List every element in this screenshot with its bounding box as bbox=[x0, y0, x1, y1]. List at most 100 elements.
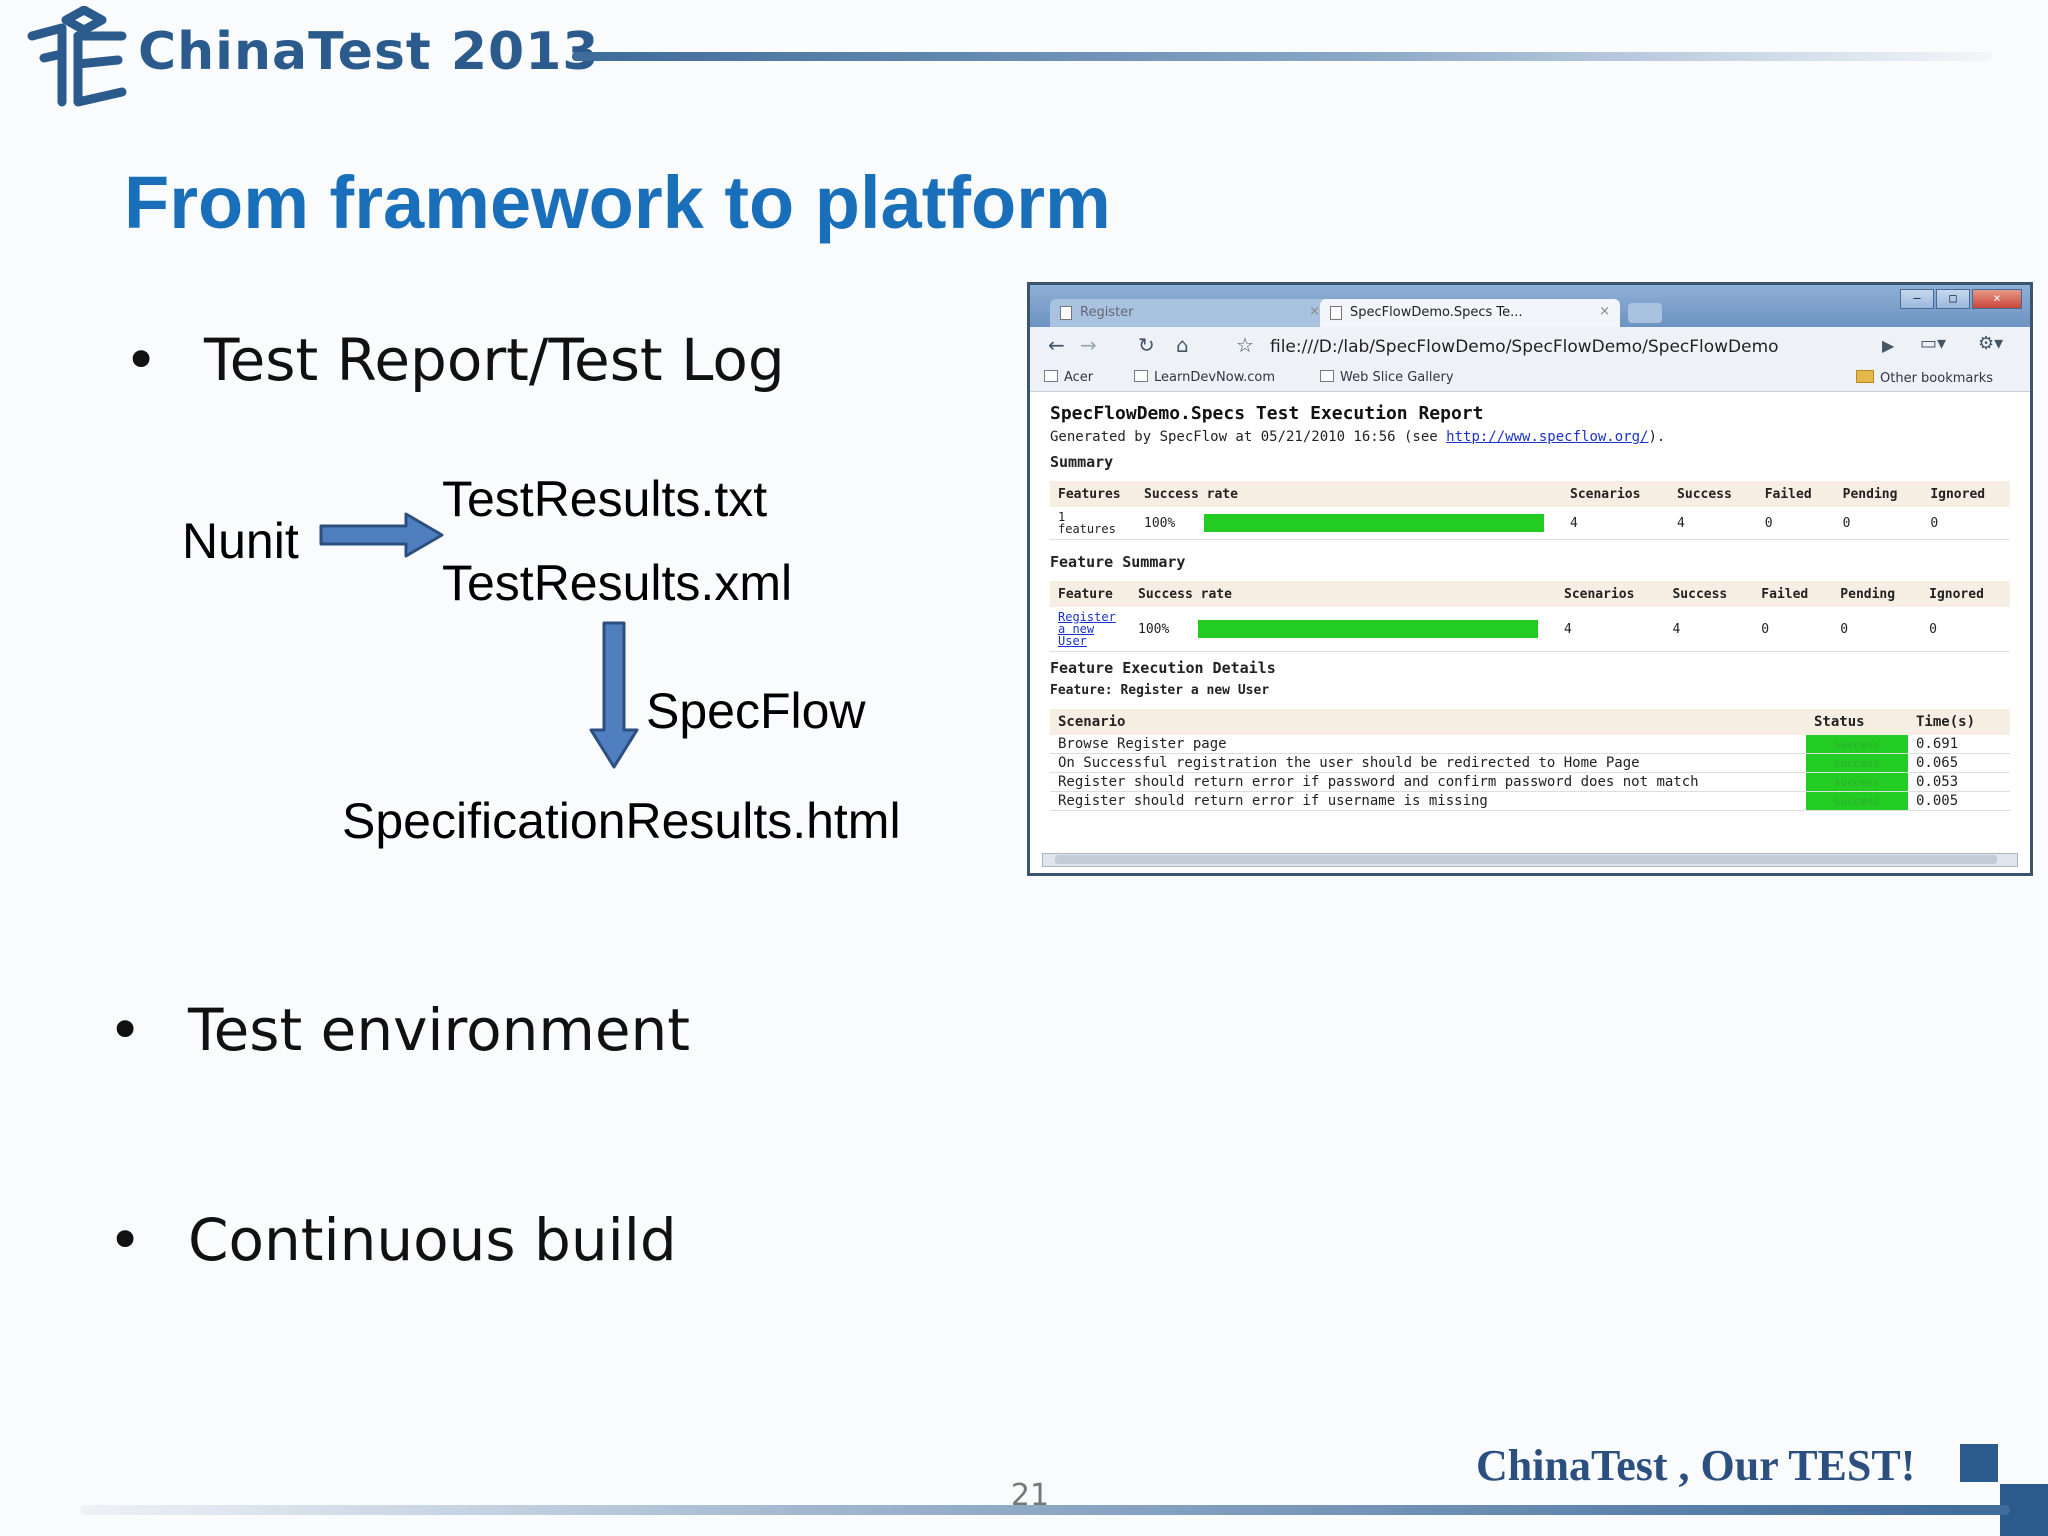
table-row: On Successful registration the user shou… bbox=[1050, 753, 2010, 773]
scenario-table: Scenario Status Time(s) Browse Register … bbox=[1050, 709, 2010, 811]
close-icon[interactable]: × bbox=[1599, 304, 1610, 319]
bookmark-label: Other bookmarks bbox=[1880, 371, 1994, 386]
table-header: Success bbox=[1664, 581, 1754, 607]
scenario-time: 0.005 bbox=[1908, 791, 2010, 811]
table-header: Success rate bbox=[1130, 581, 1556, 607]
horizontal-scrollbar[interactable] bbox=[1042, 853, 2018, 867]
ignored-count: 0 bbox=[1921, 607, 2010, 652]
bookmark-learndevnow[interactable]: LearnDevNow.com bbox=[1134, 370, 1275, 385]
chinatest-logo-icon bbox=[27, 6, 127, 107]
bullet-text: Test Report/Test Log bbox=[204, 326, 785, 394]
page-icon bbox=[1044, 370, 1058, 382]
wrench-icon[interactable]: ⚙▾ bbox=[1978, 333, 2004, 354]
scenarios-count: 4 bbox=[1556, 607, 1665, 652]
success-count: 4 bbox=[1669, 507, 1757, 540]
table-header: Failed bbox=[1756, 481, 1835, 507]
success-rate-cell: 100% bbox=[1136, 507, 1562, 540]
success-rate-bar bbox=[1204, 514, 1544, 532]
feature-link-cell: Register a new User bbox=[1050, 607, 1130, 652]
pending-count: 0 bbox=[1834, 507, 1923, 540]
generated-suffix: ). bbox=[1648, 429, 1666, 445]
flow-tool-specflow: SpecFlow bbox=[646, 683, 866, 739]
page-icon bbox=[1330, 306, 1342, 320]
flow-output-xml: TestResults.xml bbox=[442, 555, 793, 611]
table-header: Ignored bbox=[1922, 481, 2010, 507]
success-rate-text: 100% bbox=[1144, 515, 1176, 531]
bookmark-web-slice-gallery[interactable]: Web Slice Gallery bbox=[1320, 370, 1454, 385]
window-controls: – □ × bbox=[1900, 289, 2022, 309]
browser-titlebar: Register × SpecFlowDemo.Specs Te... × – … bbox=[1030, 285, 2030, 327]
scenario-name: Register should return error if password… bbox=[1050, 772, 1806, 792]
table-header: Scenarios bbox=[1556, 581, 1665, 607]
browser-toolbar: ← → ↻ ⌂ ☆ file:///D:/lab/SpecFlowDemo/Sp… bbox=[1030, 327, 2030, 368]
page-icon bbox=[1320, 370, 1334, 382]
minimize-button[interactable]: – bbox=[1900, 289, 1934, 309]
table-header: Feature bbox=[1050, 581, 1130, 607]
feature-summary-table: Feature Success rate Scenarios Success F… bbox=[1050, 581, 2010, 652]
scenario-time: 0.053 bbox=[1908, 772, 2010, 792]
table-header: Pending bbox=[1832, 581, 1922, 607]
star-icon[interactable]: ☆ bbox=[1236, 333, 1254, 357]
bullet-test-environment: •Test environment bbox=[108, 996, 691, 1064]
table-header: Pending bbox=[1834, 481, 1923, 507]
flow-output-txt: TestResults.txt bbox=[442, 471, 768, 527]
footer-brand-slogan: ChinaTest , Our TEST! bbox=[1476, 1441, 1916, 1490]
failed-count: 0 bbox=[1756, 507, 1835, 540]
success-count: 4 bbox=[1664, 607, 1754, 652]
report-generated-line: Generated by SpecFlow at 05/21/2010 16:5… bbox=[1050, 429, 1665, 445]
table-header: Success rate bbox=[1136, 481, 1562, 507]
conference-logo-text: ChinaTest 2013 bbox=[138, 22, 600, 82]
pending-count: 0 bbox=[1832, 607, 1922, 652]
back-arrow-icon[interactable]: ← bbox=[1048, 333, 1065, 357]
table-header: Success bbox=[1669, 481, 1757, 507]
table-row: Register a new User 100% 4 4 0 0 0 bbox=[1050, 607, 2010, 652]
tab-specflow-report[interactable]: SpecFlowDemo.Specs Te... × bbox=[1320, 299, 1620, 327]
specflow-link[interactable]: http://www.specflow.org/ bbox=[1446, 429, 1649, 445]
ignored-count: 0 bbox=[1922, 507, 2010, 540]
address-bar[interactable]: file:///D:/lab/SpecFlowDemo/SpecFlowDemo… bbox=[1270, 337, 1779, 357]
table-header: Failed bbox=[1753, 581, 1833, 607]
folder-icon bbox=[1856, 370, 1874, 383]
status-badge: success bbox=[1806, 735, 1908, 754]
close-icon[interactable]: × bbox=[1309, 304, 1320, 319]
flow-source-nunit: Nunit bbox=[182, 513, 299, 569]
bullet-text: Test environment bbox=[188, 996, 691, 1064]
scenario-time: 0.065 bbox=[1908, 753, 2010, 773]
tab-register[interactable]: Register × bbox=[1050, 299, 1330, 327]
table-header: Features bbox=[1050, 481, 1136, 507]
table-header: Scenario bbox=[1050, 709, 1806, 735]
bullet-text: Continuous build bbox=[188, 1206, 677, 1274]
success-rate-bar bbox=[1198, 620, 1538, 638]
go-icon[interactable]: ▶ bbox=[1882, 336, 1895, 355]
home-icon[interactable]: ⌂ bbox=[1176, 333, 1189, 357]
reload-icon[interactable]: ↻ bbox=[1138, 333, 1155, 357]
scenarios-count: 4 bbox=[1562, 507, 1670, 540]
details-heading: Feature Execution Details bbox=[1050, 659, 1276, 677]
page-menu-icon[interactable]: ▭▾ bbox=[1920, 333, 1947, 354]
table-row: Register should return error if username… bbox=[1050, 791, 2010, 811]
feature-link[interactable]: Register a new User bbox=[1058, 610, 1116, 648]
close-window-button[interactable]: × bbox=[1972, 289, 2022, 309]
flow-result-html: SpecificationResults.html bbox=[342, 793, 901, 849]
status-badge: success bbox=[1806, 791, 1908, 811]
bookmarks-bar: Acer LearnDevNow.com Web Slice Gallery O… bbox=[1030, 367, 2030, 392]
summary-table: Features Success rate Scenarios Success … bbox=[1050, 481, 2010, 540]
feature-label: Feature: Register a new User bbox=[1050, 683, 1270, 698]
bookmark-acer[interactable]: Acer bbox=[1044, 370, 1093, 385]
scenario-time: 0.691 bbox=[1908, 735, 2010, 754]
other-bookmarks[interactable]: Other bookmarks bbox=[1856, 370, 1993, 386]
page-icon bbox=[1134, 370, 1148, 382]
scrollbar-thumb[interactable] bbox=[1055, 855, 1997, 864]
bullet-continuous-build: •Continuous build bbox=[108, 1206, 677, 1274]
bullet-test-report: •Test Report/Test Log bbox=[124, 326, 785, 394]
forward-arrow-icon[interactable]: → bbox=[1080, 333, 1097, 357]
maximize-button[interactable]: □ bbox=[1936, 289, 1970, 309]
new-tab-button[interactable] bbox=[1628, 303, 1662, 323]
table-row: Browse Register page success 0.691 bbox=[1050, 735, 2010, 754]
tab-label: Register bbox=[1080, 305, 1134, 320]
table-header: Status bbox=[1806, 709, 1908, 735]
scenario-name: On Successful registration the user shou… bbox=[1050, 753, 1806, 773]
report-page: SpecFlowDemo.Specs Test Execution Report… bbox=[1030, 391, 2030, 855]
feature-summary-heading: Feature Summary bbox=[1050, 553, 1186, 571]
table-header: Time(s) bbox=[1908, 709, 2010, 735]
